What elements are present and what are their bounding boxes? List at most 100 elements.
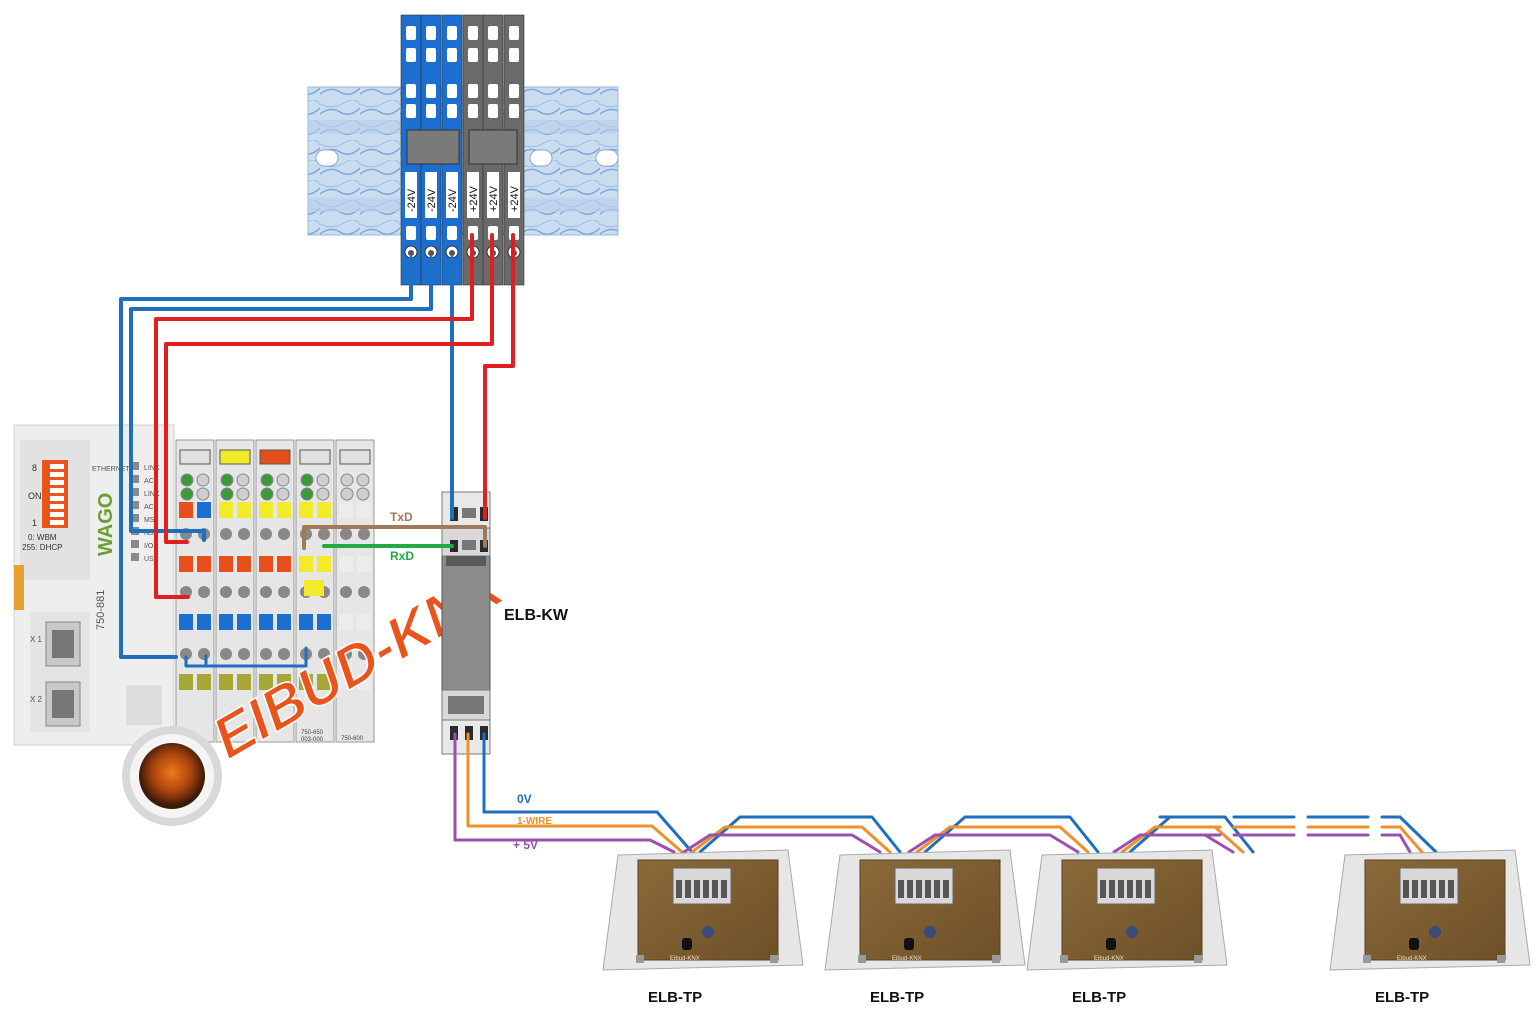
terminal-label-plate bbox=[405, 172, 417, 218]
elb-tp-sensor: Eibud-KNX ELB-TP bbox=[824, 849, 1026, 1006]
status-led bbox=[131, 501, 139, 509]
io-push-tab bbox=[237, 614, 251, 630]
terminal-slot bbox=[509, 26, 519, 40]
terminal-slot bbox=[447, 104, 457, 118]
sensor-terminal-pin bbox=[916, 880, 922, 898]
io-module bbox=[335, 439, 375, 743]
terminal-slot bbox=[447, 26, 457, 40]
io-push-tab bbox=[339, 674, 353, 690]
sensor-foot bbox=[992, 955, 1000, 963]
jumper-bridge bbox=[406, 129, 460, 165]
io-push-tab bbox=[339, 614, 353, 630]
io-clamp bbox=[198, 586, 210, 598]
dip-switch-block[interactable] bbox=[42, 460, 68, 528]
sensor-chip bbox=[904, 938, 914, 950]
status-led-label: MS bbox=[144, 517, 155, 524]
io-clamp bbox=[260, 528, 272, 540]
io-push-tab bbox=[299, 614, 313, 630]
io-push-tab bbox=[179, 502, 193, 518]
sensor-foot bbox=[1060, 955, 1068, 963]
io-clamp bbox=[358, 528, 370, 540]
status-led bbox=[131, 475, 139, 483]
terminal-label-plate bbox=[425, 172, 437, 218]
io-led bbox=[196, 473, 210, 487]
dip-label-8: 8 bbox=[32, 463, 37, 473]
wire-chain-1wire bbox=[690, 825, 892, 854]
wire-plus24-to-plc bbox=[154, 233, 474, 599]
io-clamp bbox=[278, 528, 290, 540]
sensor-terminal-pin bbox=[1412, 880, 1418, 898]
io-clamp bbox=[278, 586, 290, 598]
io-module-label: 750-600 bbox=[341, 736, 364, 742]
io-clamp bbox=[358, 648, 370, 660]
sensor-terminal-pin bbox=[694, 880, 700, 898]
status-led-label: ACT bbox=[144, 478, 159, 485]
io-clamp bbox=[220, 648, 232, 660]
sensor-terminal-pin bbox=[1448, 880, 1454, 898]
io-push-tab bbox=[277, 674, 291, 690]
terminal-slot bbox=[468, 48, 478, 62]
sensor-foot bbox=[1363, 955, 1371, 963]
io-led bbox=[260, 473, 274, 487]
io-push-tab bbox=[357, 674, 371, 690]
io-led bbox=[276, 487, 290, 501]
io-push-tab bbox=[219, 556, 233, 572]
io-clamp bbox=[220, 586, 232, 598]
io-push-tab bbox=[299, 502, 313, 518]
status-led bbox=[131, 540, 139, 548]
io-push-tab bbox=[357, 556, 371, 572]
io-led bbox=[316, 487, 330, 501]
io-clamp bbox=[340, 528, 352, 540]
io-push-tab bbox=[259, 556, 273, 572]
terminal-slot bbox=[406, 226, 416, 240]
io-clamp bbox=[238, 528, 250, 540]
terminal-slot bbox=[468, 26, 478, 40]
io-push-tab bbox=[237, 556, 251, 572]
terminal-screw-center bbox=[449, 250, 455, 256]
wire-blue-jumper bbox=[184, 646, 308, 668]
terminal-slot bbox=[509, 84, 519, 98]
terminal-slot bbox=[406, 26, 416, 40]
terminal-block-group: -24V-24V-24V+24V+24V+24V bbox=[400, 14, 525, 286]
io-clamp bbox=[220, 528, 232, 540]
dip-label-on: ON bbox=[28, 491, 42, 501]
sensor-screw bbox=[1126, 926, 1138, 938]
io-led bbox=[260, 487, 274, 501]
bus-1wire-label: 1-WIRE bbox=[517, 816, 552, 827]
sensor-foot bbox=[770, 955, 778, 963]
bus-5v-label: + 5V bbox=[513, 838, 538, 852]
sensor-board-label: Eibud-KNX bbox=[892, 956, 922, 962]
io-clamp bbox=[238, 648, 250, 660]
wire-chain-5v bbox=[907, 833, 1080, 854]
terminal-slot bbox=[468, 104, 478, 118]
terminal-voltage-label: +24V bbox=[488, 185, 500, 212]
terminal-slot bbox=[488, 84, 498, 98]
io-led bbox=[220, 487, 234, 501]
io-led bbox=[316, 473, 330, 487]
io-push-tab bbox=[299, 674, 313, 690]
io-push-tab bbox=[317, 674, 331, 690]
sensor-terminal-pin bbox=[1127, 880, 1133, 898]
sensor-foot bbox=[858, 955, 866, 963]
io-clamp bbox=[318, 648, 330, 660]
io-push-tab bbox=[219, 614, 233, 630]
mode-label-dhcp: 255: DHCP bbox=[22, 543, 62, 552]
terminal-slot bbox=[447, 84, 457, 98]
status-led-label: I/O bbox=[144, 543, 154, 550]
io-push-tab bbox=[259, 614, 273, 630]
terminal-slot bbox=[488, 48, 498, 62]
sensor-terminal-pin bbox=[1109, 880, 1115, 898]
wire-group bbox=[119, 233, 1438, 854]
io-clamp bbox=[358, 586, 370, 598]
io-led bbox=[180, 487, 194, 501]
elb-kw-converter bbox=[441, 491, 491, 755]
terminal-voltage-label: -24V bbox=[406, 188, 418, 212]
sensor-label: ELB-TP bbox=[870, 989, 924, 1006]
wire-end-0v bbox=[1398, 815, 1438, 854]
sensor-terminal-pin bbox=[1421, 880, 1427, 898]
io-push-tab bbox=[357, 502, 371, 518]
terminal-voltage-label: +24V bbox=[509, 185, 521, 212]
sensor-terminal-pin bbox=[1145, 880, 1151, 898]
